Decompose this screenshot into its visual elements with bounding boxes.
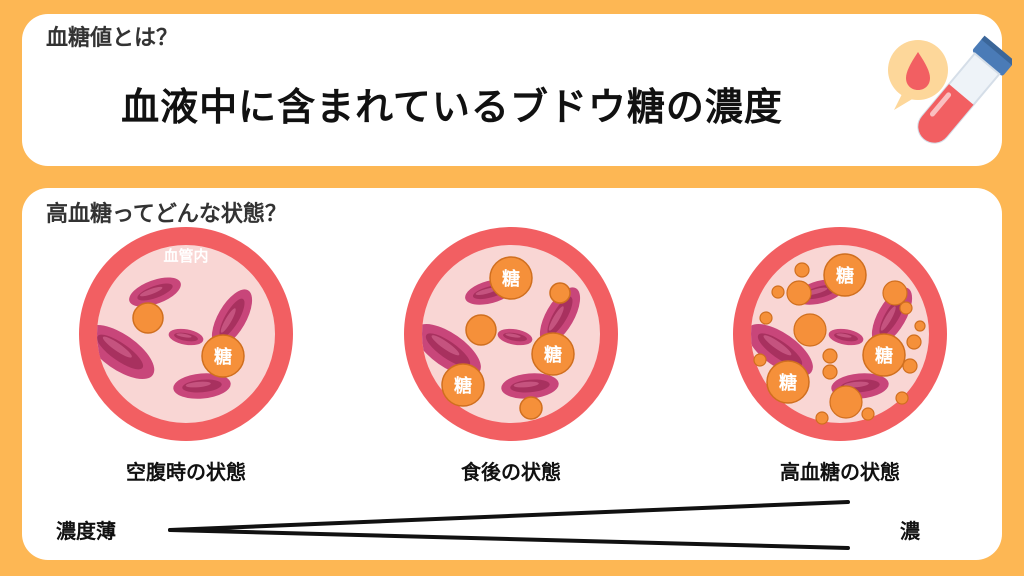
sugar-label: 糖 bbox=[502, 268, 520, 290]
vessel-interior-label: 血管内 bbox=[163, 247, 208, 265]
definition-headline: 血液中に含まれているブドウ糖の濃度 bbox=[121, 85, 783, 129]
caption-hyperglycemia: 高血糖の状態 bbox=[780, 460, 900, 484]
caption-fasting: 空腹時の状態 bbox=[126, 460, 246, 484]
concentration-high-label: 濃 bbox=[900, 519, 920, 543]
vessel-hyperglycemia: 糖 糖 糖 bbox=[733, 227, 947, 441]
vessel-after-meal: 糖 糖 糖 bbox=[404, 227, 618, 441]
sugar-label: 糖 bbox=[779, 372, 797, 394]
sugar-label: 糖 bbox=[544, 344, 562, 366]
sugar-label: 糖 bbox=[454, 375, 472, 397]
concentration-low-label: 濃度薄 bbox=[56, 519, 116, 543]
definition-heading: 血糖値とは？ bbox=[46, 26, 179, 51]
sugar-label: 糖 bbox=[875, 345, 893, 367]
hyperglycemia-heading: 高血糖ってどんな状態？ bbox=[46, 202, 287, 227]
vessel-fasting: 糖 血管内 bbox=[79, 227, 293, 441]
concentration-wedge bbox=[168, 500, 850, 550]
sugar-label: 糖 bbox=[836, 265, 854, 287]
sugar-label: 糖 bbox=[214, 346, 232, 368]
caption-after-meal: 食後の状態 bbox=[461, 460, 561, 484]
test-tube-icon bbox=[888, 35, 1012, 144]
definition-panel: 血糖値とは？ 血液中に含まれているブドウ糖の濃度 bbox=[22, 14, 1012, 166]
